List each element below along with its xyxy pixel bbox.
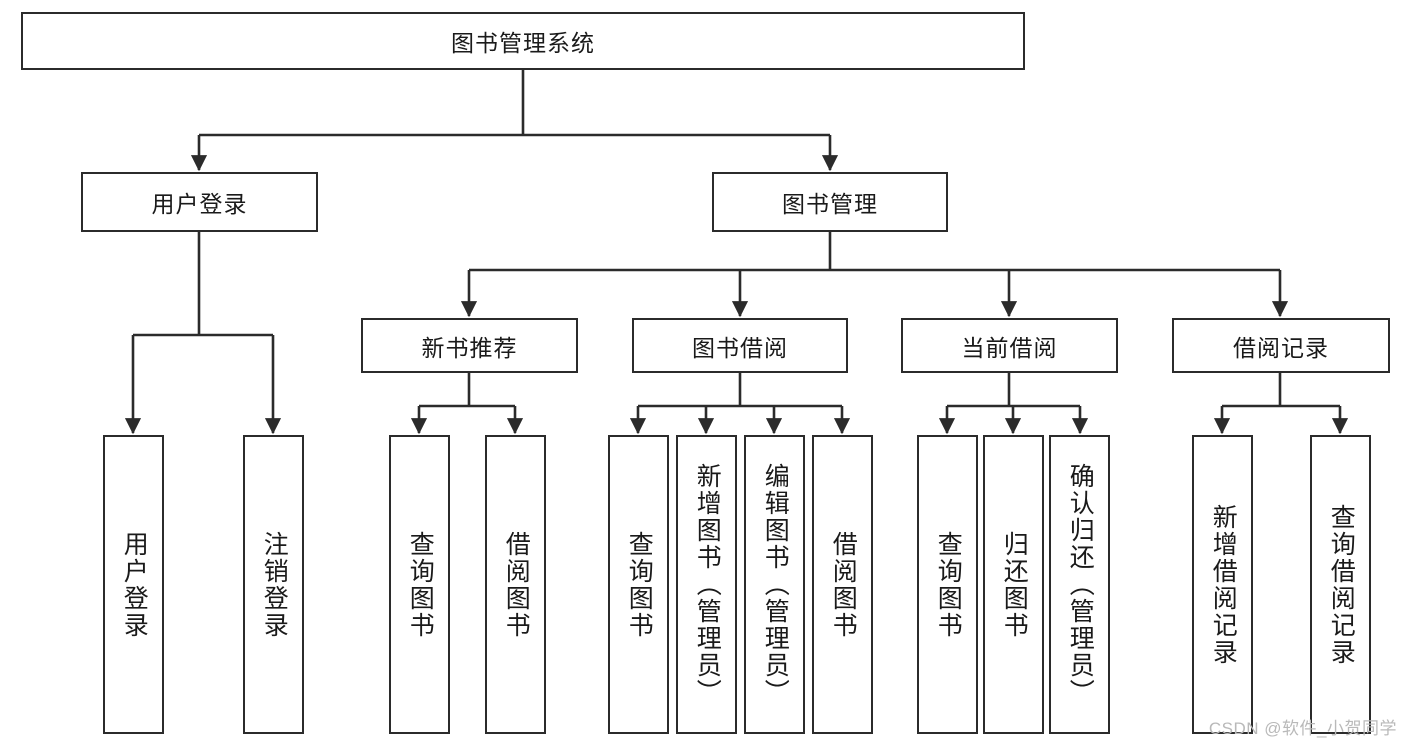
node-current-borrow[interactable]: 当前借阅 (901, 318, 1118, 373)
leaf-add-book[interactable]: 新增图书（管理员） (676, 435, 737, 734)
node-borrow-record[interactable]: 借阅记录 (1172, 318, 1390, 373)
leaf-add-record[interactable]: 新增借阅记录 (1192, 435, 1253, 734)
watermark: CSDN @软件_小贺同学 (1208, 719, 1397, 738)
leaf-confirm-return[interactable]: 确认归还（管理员） (1049, 435, 1110, 734)
leaf-add-record-label: 新增借阅记录 (1209, 503, 1238, 666)
node-new-book-recommend-label: 新书推荐 (421, 334, 518, 361)
leaf-query-book-3[interactable]: 查询图书 (917, 435, 978, 734)
leaf-confirm-return-label: 确认归还（管理员） (1066, 463, 1095, 706)
leaf-borrow-book-1-label: 借阅图书 (502, 530, 531, 639)
node-book-manage[interactable]: 图书管理 (712, 172, 948, 232)
leaf-return-book[interactable]: 归还图书 (983, 435, 1044, 734)
leaf-logout-login[interactable]: 注销登录 (243, 435, 304, 734)
node-current-borrow-label: 当前借阅 (961, 334, 1058, 361)
leaf-borrow-book-2-label: 借阅图书 (829, 530, 858, 639)
node-book-manage-label: 图书管理 (782, 191, 878, 217)
node-user-login[interactable]: 用户登录 (81, 172, 318, 232)
leaf-query-book-2[interactable]: 查询图书 (608, 435, 669, 734)
leaf-add-book-label: 新增图书（管理员） (693, 463, 722, 706)
node-book-borrow[interactable]: 图书借阅 (632, 318, 848, 373)
leaf-user-login-label: 用户登录 (120, 530, 149, 639)
leaf-edit-book[interactable]: 编辑图书（管理员） (744, 435, 805, 734)
leaf-query-book-1[interactable]: 查询图书 (389, 435, 450, 734)
leaf-user-login[interactable]: 用户登录 (103, 435, 164, 734)
leaf-query-book-1-label: 查询图书 (406, 530, 435, 639)
node-new-book-recommend[interactable]: 新书推荐 (361, 318, 578, 373)
node-user-login-label: 用户登录 (151, 191, 248, 217)
leaf-logout-login-label: 注销登录 (260, 530, 289, 639)
leaf-edit-book-label: 编辑图书（管理员） (761, 463, 790, 706)
node-root[interactable]: 图书管理系统 (21, 12, 1025, 70)
leaf-query-book-2-label: 查询图书 (625, 530, 654, 639)
leaf-query-book-3-label: 查询图书 (934, 530, 963, 639)
node-root-label: 图书管理系统 (451, 30, 595, 56)
node-book-borrow-label: 图书借阅 (692, 334, 788, 361)
leaf-query-record-label: 查询借阅记录 (1327, 503, 1356, 666)
leaf-borrow-book-1[interactable]: 借阅图书 (485, 435, 546, 734)
leaf-query-record[interactable]: 查询借阅记录 (1310, 435, 1371, 734)
leaf-return-book-label: 归还图书 (1000, 530, 1029, 639)
node-borrow-record-label: 借阅记录 (1233, 334, 1329, 361)
leaf-borrow-book-2[interactable]: 借阅图书 (812, 435, 873, 734)
